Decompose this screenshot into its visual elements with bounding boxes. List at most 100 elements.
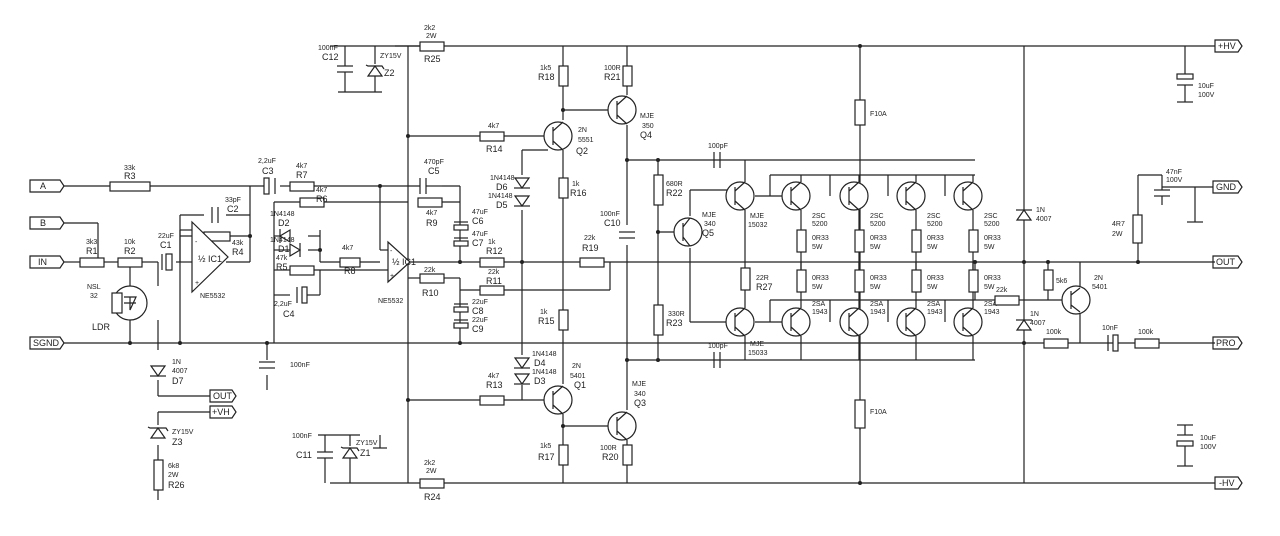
resistor-r25: 2k2 2W R25 bbox=[419, 25, 445, 64]
fuse-bottom: F10A bbox=[854, 399, 887, 429]
transistor-out-pnp-4 bbox=[953, 307, 983, 360]
svg-text:2W: 2W bbox=[1112, 231, 1123, 238]
transistor-driver-top: MJE 15032 bbox=[725, 160, 768, 308]
out-pnp-part-1: 1943 bbox=[812, 309, 828, 316]
terminal-in[interactable]: IN bbox=[29, 255, 65, 269]
out-npn-type-3: 2SC bbox=[927, 213, 941, 220]
svg-text:22k: 22k bbox=[996, 287, 1008, 294]
svg-text:ZY15V: ZY15V bbox=[356, 440, 378, 447]
emitter-res-bot-watt-3: 5W bbox=[927, 284, 938, 291]
terminal-sgnd[interactable]: SGND bbox=[29, 336, 65, 350]
svg-text:1N4148: 1N4148 bbox=[270, 211, 295, 218]
svg-text:4R7: 4R7 bbox=[1112, 221, 1125, 228]
svg-text:F10A: F10A bbox=[870, 409, 887, 416]
terminal-out[interactable]: OUT bbox=[1212, 255, 1243, 269]
transistor-q5: MJE 340 Q5 bbox=[673, 212, 716, 247]
svg-text:C12: C12 bbox=[322, 52, 339, 62]
terminal-a[interactable]: A bbox=[29, 179, 65, 193]
svg-text:MJE: MJE bbox=[702, 212, 716, 219]
svg-text:4k7: 4k7 bbox=[426, 210, 437, 217]
terminal-minus-hv[interactable]: -HV bbox=[1214, 476, 1243, 490]
svg-text:R7: R7 bbox=[296, 170, 308, 180]
emitter-res-top-watt-4: 5W bbox=[984, 244, 995, 251]
svg-text:R10: R10 bbox=[422, 288, 439, 298]
svg-text:NE5532: NE5532 bbox=[378, 298, 403, 305]
emitter-res-bot-watt-4: 5W bbox=[984, 284, 995, 291]
svg-text:R2: R2 bbox=[124, 246, 136, 256]
svg-text:2W: 2W bbox=[426, 468, 437, 475]
emitter-res-top-val-1: 0R33 bbox=[812, 235, 829, 242]
terminal-gnd[interactable]: GND bbox=[1212, 180, 1243, 194]
out-pnp-type-3: 2SA bbox=[927, 301, 941, 308]
svg-text:4k7: 4k7 bbox=[296, 163, 307, 170]
svg-text:1k: 1k bbox=[488, 239, 496, 246]
svg-text:2N: 2N bbox=[572, 363, 581, 370]
svg-text:Z3: Z3 bbox=[172, 437, 183, 447]
svg-text:D1: D1 bbox=[278, 244, 290, 254]
svg-text:½ IC1: ½ IC1 bbox=[392, 257, 416, 267]
terminal-b[interactable]: B bbox=[29, 216, 65, 230]
svg-text:2,2uF: 2,2uF bbox=[274, 301, 292, 308]
emitter-res-top-watt-1: 5W bbox=[812, 244, 823, 251]
svg-text:22uF: 22uF bbox=[158, 233, 174, 240]
emitter-res-top-val-3: 0R33 bbox=[927, 235, 944, 242]
svg-text:47uF: 47uF bbox=[472, 209, 488, 216]
out-pnp-type-2: 2SA bbox=[870, 301, 884, 308]
resistor-r17: 1k5 R17 bbox=[538, 443, 569, 466]
terminal-out-small[interactable]: OUT bbox=[209, 389, 237, 403]
svg-text:2W: 2W bbox=[168, 472, 179, 479]
terminal-pro[interactable]: PRO bbox=[1212, 336, 1243, 350]
svg-text:4k7: 4k7 bbox=[316, 187, 327, 194]
svg-text:33k: 33k bbox=[124, 165, 136, 172]
resistor-r8: 4k7 R8 bbox=[339, 245, 361, 276]
svg-text:15032: 15032 bbox=[748, 222, 768, 229]
svg-text:340: 340 bbox=[704, 221, 716, 228]
transistor-out-pnp-1 bbox=[781, 307, 811, 360]
svg-text:C6: C6 bbox=[472, 216, 484, 226]
svg-text:100nF: 100nF bbox=[600, 211, 620, 218]
svg-text:15033: 15033 bbox=[748, 350, 768, 357]
resistor-r10: 22k R10 bbox=[419, 267, 445, 298]
resistor-r15: 1k R15 bbox=[538, 309, 569, 331]
svg-text:R20: R20 bbox=[602, 452, 619, 462]
svg-text:43k: 43k bbox=[232, 240, 244, 247]
svg-text:R16: R16 bbox=[570, 188, 587, 198]
svg-text:2N: 2N bbox=[578, 127, 587, 134]
resistor-r11: 22k R11 bbox=[479, 269, 505, 296]
diode-d3: 1N4148 D3 bbox=[513, 369, 557, 386]
svg-text:5401: 5401 bbox=[570, 373, 586, 380]
svg-text:IN: IN bbox=[38, 257, 47, 267]
emitter-resistor-top-2 bbox=[854, 229, 865, 253]
svg-text:32: 32 bbox=[90, 293, 98, 300]
svg-text:ZY15V: ZY15V bbox=[380, 53, 402, 60]
svg-text:R11: R11 bbox=[486, 276, 502, 286]
resistor-r3: 33k R3 bbox=[109, 165, 151, 192]
svg-text:C1: C1 bbox=[160, 240, 172, 250]
transistor-q3: MJE 340 Q3 bbox=[607, 381, 646, 441]
svg-text:R21: R21 bbox=[604, 72, 621, 82]
svg-text:C2: C2 bbox=[227, 204, 239, 214]
emitter-res-bot-watt-2: 5W bbox=[870, 284, 881, 291]
opamp-ic1b: - + ½ IC1 NE5532 bbox=[378, 240, 416, 305]
capacitor-c10: 100nF C10 bbox=[600, 211, 635, 239]
capacitor-c4: 2,2uF C4 bbox=[274, 286, 308, 319]
svg-text:B: B bbox=[40, 218, 46, 228]
vas-wiring bbox=[408, 46, 975, 483]
svg-text:R14: R14 bbox=[486, 144, 503, 154]
svg-text:22k: 22k bbox=[488, 269, 500, 276]
svg-text:10k: 10k bbox=[124, 239, 136, 246]
out-npn-type-4: 2SC bbox=[984, 213, 998, 220]
svg-text:22uF: 22uF bbox=[472, 317, 488, 324]
svg-text:D5: D5 bbox=[496, 200, 508, 210]
out-npn-type-2: 2SC bbox=[870, 213, 884, 220]
svg-text:22R: 22R bbox=[756, 275, 769, 282]
terminal-plus-hv[interactable]: +HV bbox=[1214, 39, 1243, 53]
diode-out-top: 1N 4007 bbox=[1015, 207, 1052, 223]
resistor-r23: 330R R23 bbox=[653, 304, 685, 336]
terminal-plus-vh[interactable]: +VH bbox=[209, 405, 237, 419]
diode-d2: 1N4148 D2 bbox=[270, 211, 295, 244]
svg-text:C5: C5 bbox=[428, 166, 440, 176]
resistor-r26: 6k8 2W R26 bbox=[153, 459, 185, 491]
zener-z3: ZY15V Z3 bbox=[147, 426, 194, 447]
